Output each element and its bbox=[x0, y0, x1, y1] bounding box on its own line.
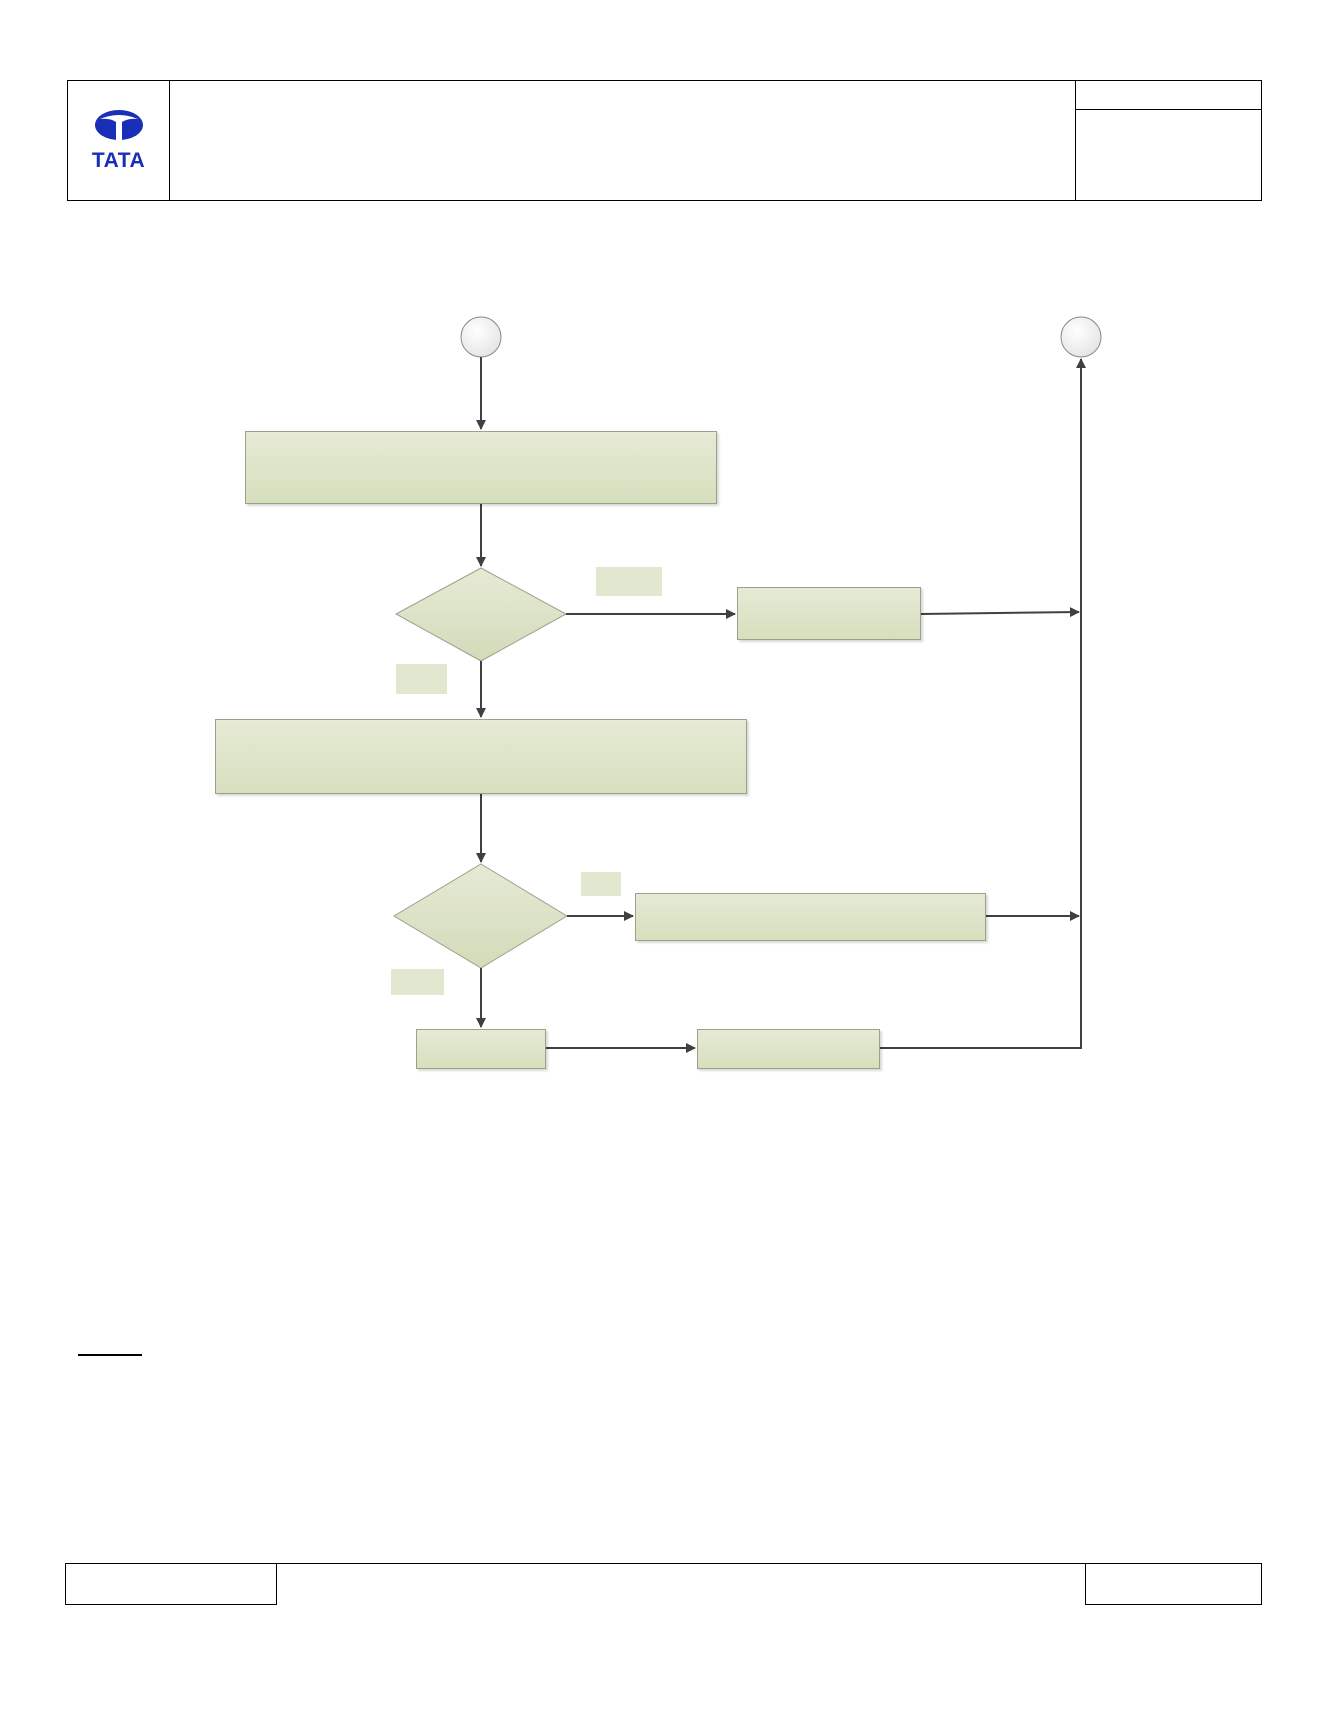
underline-mark bbox=[78, 1354, 142, 1356]
document-header: TATA bbox=[67, 80, 1262, 201]
end-connector bbox=[1060, 316, 1102, 358]
branch-label-4 bbox=[391, 969, 444, 995]
branch-label-3 bbox=[581, 872, 621, 896]
process-box-3 bbox=[215, 719, 747, 794]
process-box-5 bbox=[416, 1029, 546, 1069]
arrow-box2-to-trunk bbox=[920, 607, 1080, 618]
footer-left-cell bbox=[65, 1563, 277, 1605]
process-box-6 bbox=[697, 1029, 880, 1069]
header-meta-top-row bbox=[1076, 81, 1262, 110]
header-meta-cell bbox=[1075, 81, 1262, 200]
branch-label-2 bbox=[396, 664, 447, 694]
logo-wordmark: TATA bbox=[91, 149, 146, 172]
process-box-4 bbox=[635, 893, 986, 941]
branch-label-1 bbox=[596, 567, 662, 596]
footer-right-cell bbox=[1085, 1563, 1262, 1605]
process-box-1 bbox=[245, 431, 717, 504]
tata-logo-icon bbox=[95, 110, 143, 140]
decision-diamond-2 bbox=[393, 863, 568, 969]
process-box-2 bbox=[737, 587, 921, 640]
arrow-box6-to-end bbox=[880, 358, 1086, 1049]
document-footer bbox=[65, 1563, 1262, 1605]
logo-cell: TATA bbox=[68, 81, 170, 200]
start-connector bbox=[460, 316, 502, 358]
footer-middle-cell bbox=[276, 1563, 1086, 1605]
decision-diamond-1 bbox=[394, 567, 568, 662]
